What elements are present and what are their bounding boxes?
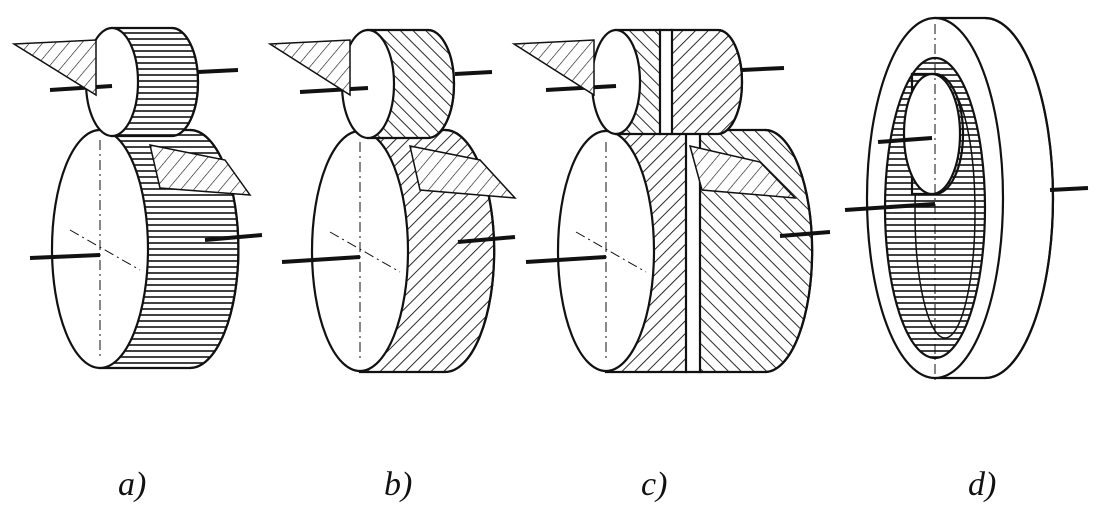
panel-d-internal-gear bbox=[844, 16, 1089, 380]
panel-d-label: d) bbox=[968, 466, 997, 503]
panel-a-spur-gears bbox=[11, 26, 263, 370]
panel-b-label: b) bbox=[384, 466, 413, 503]
panel-b-helical-gears bbox=[267, 28, 517, 374]
panel-c-label: c) bbox=[641, 466, 668, 503]
panel-a-label: a) bbox=[118, 466, 147, 503]
panel-c-double-helical-gears bbox=[511, 28, 831, 374]
